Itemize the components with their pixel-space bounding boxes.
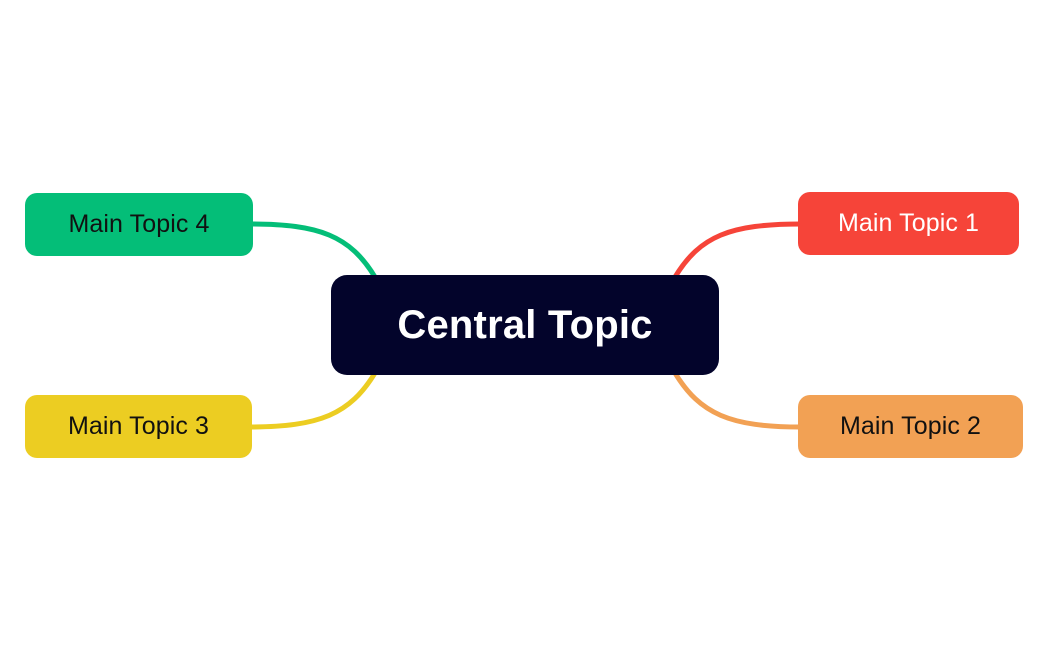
- connector-topic-3-path: [246, 370, 378, 430]
- branch-label-topic-2: Main Topic 2: [839, 412, 982, 440]
- branch-label-topic-3: Main Topic 3: [67, 412, 210, 440]
- connector-topic-1-path: [672, 221, 804, 280]
- connector-topic-2-path: [672, 370, 804, 430]
- central-topic-label: Central Topic: [397, 303, 653, 347]
- branch-node-topic-4[interactable]: Main Topic 4: [25, 193, 253, 256]
- central-topic-node[interactable]: Central Topic: [331, 275, 719, 375]
- connector-topic-4-path: [247, 221, 378, 280]
- branch-node-topic-2[interactable]: Main Topic 2: [798, 395, 1023, 458]
- branch-label-topic-4: Main Topic 4: [68, 210, 210, 238]
- branch-label-topic-1: Main Topic 1: [837, 209, 980, 237]
- branch-node-topic-1[interactable]: Main Topic 1: [798, 192, 1019, 255]
- branch-node-topic-3[interactable]: Main Topic 3: [25, 395, 252, 458]
